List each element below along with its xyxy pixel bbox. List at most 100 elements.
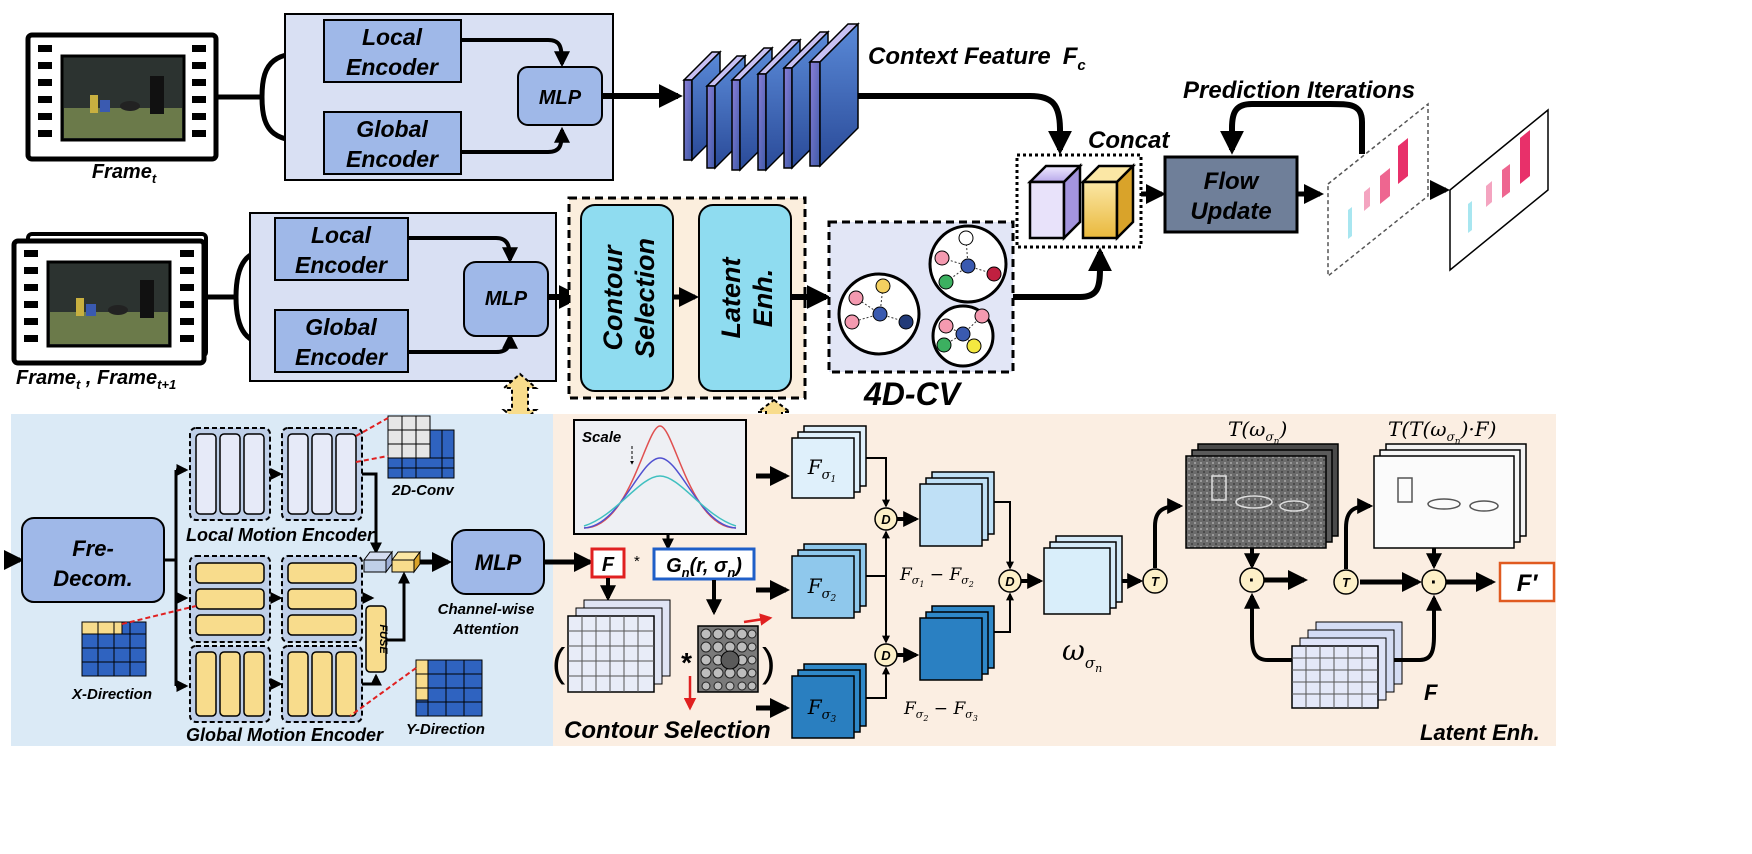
local-motion-block-1	[189, 427, 271, 521]
prediction-iterations-label: Prediction Iterations	[1183, 77, 1415, 104]
svg-text:MLP: MLP	[475, 550, 522, 575]
fredecom-branch-lines	[164, 470, 178, 686]
global-encoder-middle: Global Encoder	[274, 309, 409, 373]
iteration-loop-arrow	[1220, 101, 1365, 155]
global-motion-block-y1	[189, 645, 271, 723]
arrow-fs1-to-d1	[866, 457, 890, 508]
svg-text:D: D	[881, 648, 891, 663]
t-t-omega-label: T(T(ωσn)·F)	[1388, 417, 1496, 447]
svg-text:Decom.: Decom.	[53, 566, 132, 591]
red-dash-x	[121, 605, 197, 625]
concat-box	[1015, 153, 1143, 249]
scale-label: Scale	[582, 429, 621, 446]
t-node-2: T	[1333, 569, 1359, 595]
arrow-cv-to-concat	[1013, 247, 1112, 300]
svg-text:D: D	[1005, 574, 1015, 589]
conv2d-grid	[387, 415, 455, 479]
svg-text:MLP: MLP	[539, 87, 582, 109]
svg-text:Flow: Flow	[1204, 168, 1260, 195]
svg-text:Encoder: Encoder	[295, 344, 388, 370]
concat-cube-yellow	[1079, 162, 1137, 242]
svg-text:Contour: Contour	[598, 244, 628, 350]
svg-text:Gn(r, σn): Gn(r, σn)	[666, 555, 742, 580]
open-paren: (	[552, 641, 566, 685]
intermediate-flow-map	[1327, 102, 1429, 278]
frame-t-label: Framet	[92, 161, 157, 186]
global-motion-block-x1	[189, 555, 271, 643]
svg-text:MLP: MLP	[485, 288, 528, 310]
context-feature-stack	[682, 22, 860, 172]
gaussian-kernel	[697, 625, 759, 693]
gaussian-scale-plot	[573, 419, 747, 535]
svg-text:T: T	[1342, 575, 1351, 590]
latent-enh-box: Latent Enh.	[698, 204, 792, 392]
final-flow-map	[1449, 108, 1549, 272]
arrow-diff12-to-d3	[994, 501, 1014, 570]
convolution-star: *	[680, 647, 692, 678]
global-encoder-top: Global Encoder	[323, 111, 462, 175]
fuse-box: FUSE	[365, 605, 389, 673]
f-prime-box: F′	[1498, 561, 1556, 603]
t-omega-image-stack	[1185, 443, 1339, 549]
fre-decom-box: Fre- Decom.	[21, 517, 165, 603]
diff12-label: Fσ1 − Fσ2	[899, 565, 974, 589]
conv2d-label: 2D-Conv	[391, 482, 455, 499]
local-encoder-top: Local Encoder	[323, 19, 462, 83]
svg-text:·: ·	[1431, 572, 1438, 594]
svg-text:F′: F′	[1517, 570, 1539, 597]
arrow-fs3-to-d2	[866, 666, 890, 699]
svg-text:Selection: Selection	[630, 238, 660, 358]
arrow-global-to-mlp-mid	[409, 332, 518, 354]
arrow-fgrid-to-dot1	[1244, 592, 1292, 662]
arrow-local-to-mlp-mid	[409, 236, 518, 264]
svg-text:·: ·	[1249, 570, 1256, 592]
f-box: F	[590, 547, 626, 579]
y-direction-label: Y-Direction	[406, 721, 485, 738]
close-paren: )	[762, 641, 775, 685]
global-motion-encoder-label: Global Motion Encoder	[186, 725, 384, 745]
diff12-stack	[919, 471, 995, 547]
concat-label: Concat	[1088, 127, 1170, 154]
svg-text:Local: Local	[362, 24, 423, 50]
arrow-diff23-to-d3	[994, 592, 1014, 633]
diff23-stack	[919, 605, 995, 681]
t-node-1: T	[1142, 568, 1168, 594]
latent-enh-label: Latent Enh.	[1420, 720, 1540, 745]
t-t-omega-image-stack	[1373, 443, 1527, 549]
global-motion-block-x2	[281, 555, 363, 643]
d-node-3: D	[998, 569, 1022, 593]
svg-text:D: D	[881, 512, 891, 527]
svg-text:Encoder: Encoder	[295, 252, 388, 278]
red-arrow-right	[743, 613, 773, 626]
t-omega-label: T(ωσn)	[1228, 417, 1287, 447]
svg-text:Encoder: Encoder	[346, 54, 439, 80]
contour-selection-label: Contour Selection	[564, 717, 771, 744]
merge-cubes	[363, 550, 421, 574]
omega-label: ωσn	[1062, 634, 1102, 675]
local-motion-encoder-label: Local Motion Encoder	[186, 525, 375, 545]
multiply-star: *	[634, 553, 640, 570]
arrow-fuse-up	[386, 571, 410, 642]
d-node-2: D	[874, 643, 898, 667]
channel-attention-label-2: Attention	[452, 621, 519, 638]
svg-text:Fσ3: Fσ3	[807, 695, 837, 725]
svg-text:Fσ1: Fσ1	[807, 455, 837, 485]
svg-text:T: T	[1151, 574, 1160, 589]
svg-text:Global: Global	[305, 314, 377, 340]
arrow-t-up-to-image	[1153, 498, 1184, 568]
svg-text:Update: Update	[1190, 198, 1271, 225]
gn-box: Gn(r, σn)	[652, 547, 756, 581]
x-direction-grid	[81, 621, 147, 677]
svg-text:Fσ2: Fσ2	[807, 574, 837, 604]
svg-text:Enh.: Enh.	[748, 269, 778, 328]
svg-text:Local: Local	[311, 222, 372, 248]
arrow-fs2-to-d2	[866, 575, 890, 644]
arrow-t2-up-to-image	[1344, 498, 1374, 569]
frames-pair-label: Framet , Framet+1	[16, 367, 176, 392]
feature-grid-stack	[567, 599, 671, 693]
red-dash-conv-2	[355, 455, 389, 463]
global-motion-block-y2	[281, 645, 363, 723]
svg-text:FUSE: FUSE	[377, 624, 389, 654]
f-stack-label: F	[1424, 680, 1438, 705]
